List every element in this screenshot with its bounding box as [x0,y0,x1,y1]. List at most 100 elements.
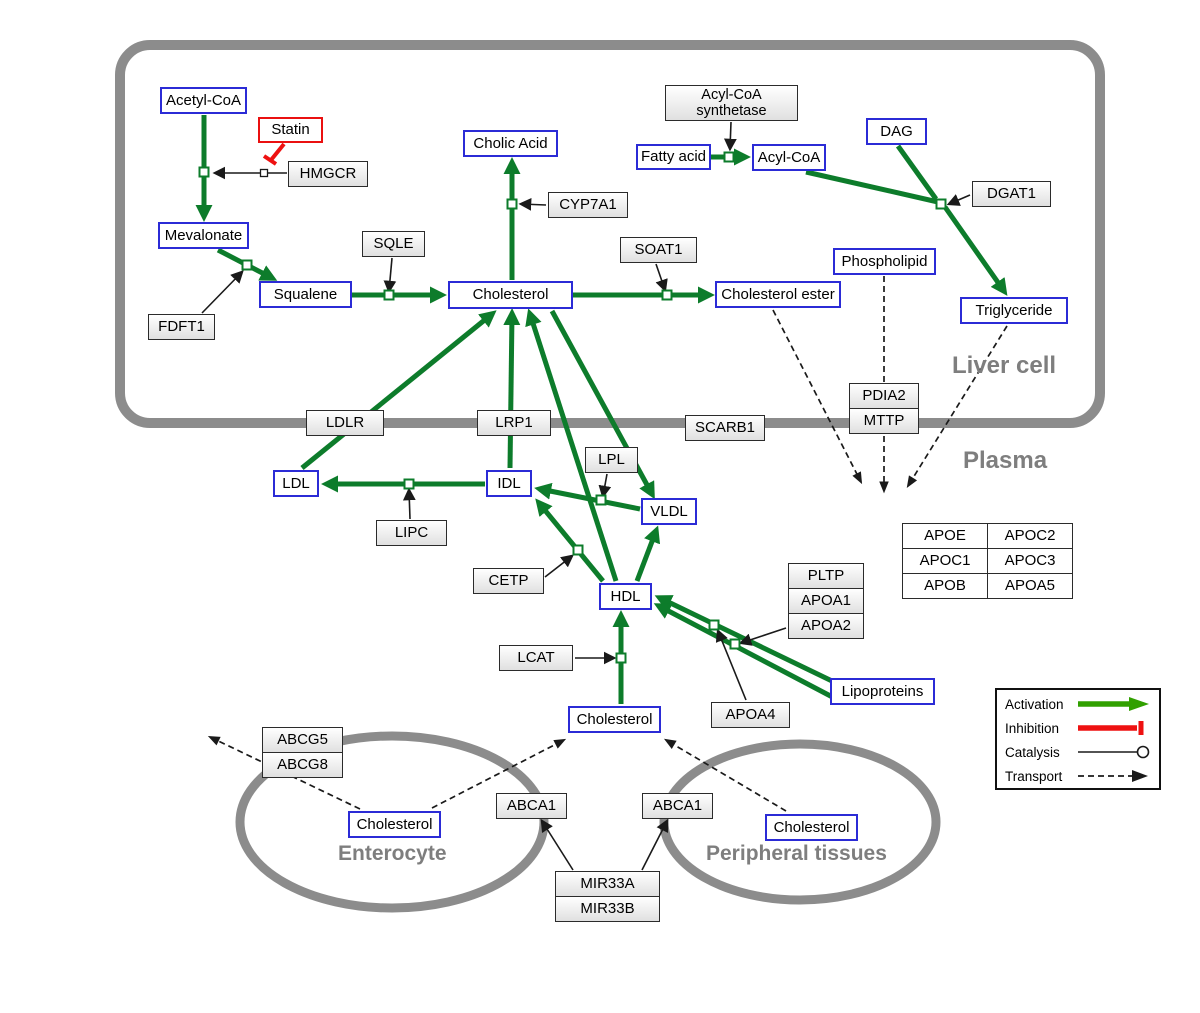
catalysis-dgat1 [946,194,971,206]
node-acyl-coa-2[interactable]: Acyl-CoA [752,144,826,171]
node-sqle[interactable]: SQLE [362,231,425,257]
edge-dgatnode-triglyceride [942,205,1008,296]
transport-peripheralcholesterol-plasmacholesterol [663,738,787,812]
node-hdl[interactable]: HDL [599,583,652,610]
catalysis-fdft1 [201,270,244,314]
edge-acylcoa-dgatnode [805,169,939,205]
reaction-node [708,619,720,631]
liver-cell-membrane [115,40,1105,428]
edge-hdl-idl [535,498,605,583]
node-cyp7a1[interactable]: CYP7A1 [548,192,628,218]
apo-table-cell[interactable]: APOE [902,523,988,549]
node-mir33b[interactable]: MIR33B [555,896,660,922]
legend-row-activation: Activation [997,692,1159,716]
node-mir33a[interactable]: MIR33A [555,871,660,897]
apo-table-cell[interactable]: APOB [902,573,988,599]
edge-ldl-livercholesterol [300,310,497,470]
apo-table-cell[interactable]: APOA5 [987,573,1073,599]
inhibition-statin-tbar [262,154,278,166]
node-apoa4[interactable]: APOA4 [711,702,790,728]
edge-vldl-idl [534,482,641,512]
inhibition-symbol [1078,721,1144,735]
legend-transport-label: Transport [1005,768,1063,784]
node-abca1-left[interactable]: ABCA1 [496,793,567,819]
edge-hdl-livercholesterol [525,308,619,582]
node-scarb1[interactable]: SCARB1 [685,415,765,441]
node-dag[interactable]: DAG [866,118,927,145]
catalysis-cetp [544,554,575,578]
legend-catalysis-label: Catalysis [1005,744,1060,760]
legend-row-transport: Transport [997,764,1159,788]
transport-enterocytecholesterol-plasmacholesterol [431,738,567,809]
acyl-coa-synthetase-line2: synthetase [696,103,767,119]
node-soat1[interactable]: SOAT1 [620,237,697,263]
node-mttp[interactable]: MTTP [849,408,919,434]
transport-triglyceride-plasma [906,325,1008,489]
reaction-node [723,151,735,163]
peripheral-tissues-label: Peripheral tissues [706,842,887,865]
node-cholesterol-peripheral[interactable]: Cholesterol [765,814,858,841]
node-ldlr[interactable]: LDLR [306,410,384,436]
node-lipoproteins[interactable]: Lipoproteins [830,678,935,705]
node-triglyceride[interactable]: Triglyceride [960,297,1068,324]
junction-node [259,168,269,178]
node-abcg8[interactable]: ABCG8 [262,752,343,778]
node-phospholipid[interactable]: Phospholipid [833,248,936,275]
node-ldl[interactable]: LDL [273,470,319,497]
reaction-node [595,494,607,506]
node-dgat1[interactable]: DGAT1 [972,181,1051,207]
node-statin[interactable]: Statin [258,117,323,143]
node-squalene[interactable]: Squalene [259,281,352,308]
legend-row-inhibition: Inhibition [997,716,1159,740]
reaction-node [661,289,673,301]
inhibition-edge [262,142,286,166]
node-cetp[interactable]: CETP [473,568,544,594]
node-pltp[interactable]: PLTP [788,563,864,589]
node-mevalonate[interactable]: Mevalonate [158,222,249,249]
node-fatty-acid[interactable]: Fatty acid [636,144,711,170]
legend-inhibition-label: Inhibition [1005,720,1060,736]
reaction-node [506,198,518,210]
node-cholic-acid[interactable]: Cholic Acid [463,130,558,157]
edge-hdl-vldl [634,525,661,582]
node-acyl-coa-synthetase[interactable]: Acyl-CoA synthetase [665,85,798,121]
node-hmgcr[interactable]: HMGCR [288,161,368,187]
catalysis-apoa-stack [738,627,787,646]
node-vldl[interactable]: VLDL [641,498,697,525]
catalysis-edges [201,121,971,871]
catalysis-symbol [1078,745,1150,759]
node-cholesterol-plasma[interactable]: Cholesterol [568,706,661,733]
catalysis-cyp7a1 [518,198,547,211]
reaction-node [198,166,210,178]
catalysis-acylcoa-synthetase [723,121,737,152]
node-lrp1[interactable]: LRP1 [477,410,551,436]
node-cholesterol-enterocyte[interactable]: Cholesterol [348,811,441,838]
reaction-node [403,478,415,490]
reaction-node [241,259,253,271]
node-lpl[interactable]: LPL [585,447,638,473]
node-apoa2[interactable]: APOA2 [788,613,864,639]
legend: Activation Inhibition Catalysis Transpor… [995,688,1161,790]
edge-dag-dgatnode [895,144,939,201]
node-idl[interactable]: IDL [486,470,532,497]
node-lipc[interactable]: LIPC [376,520,447,546]
reaction-node [615,652,627,664]
node-fdft1[interactable]: FDFT1 [148,314,215,340]
node-abca1-right[interactable]: ABCA1 [642,793,713,819]
edge-lipoproteins-hdl-lower [653,603,842,704]
node-cholesterol-ester[interactable]: Cholesterol ester [715,281,841,308]
apo-table-cell[interactable]: APOC1 [902,548,988,574]
node-abcg5[interactable]: ABCG5 [262,727,343,753]
catalysis-soat1 [655,263,668,293]
node-lcat[interactable]: LCAT [499,645,573,671]
node-cholesterol-liver[interactable]: Cholesterol [448,281,573,309]
edge-idl-livercholesterol [503,308,521,469]
transport-cholesterolester-plasma [772,309,863,485]
node-pdia2[interactable]: PDIA2 [849,383,919,409]
liver-cell-label: Liver cell [952,352,1057,379]
apo-table-cell[interactable]: APOC3 [987,548,1073,574]
apo-table-cell[interactable]: APOC2 [987,523,1073,549]
node-apoa1[interactable]: APOA1 [788,588,864,614]
node-acetyl-coa[interactable]: Acetyl-CoA [160,87,247,114]
